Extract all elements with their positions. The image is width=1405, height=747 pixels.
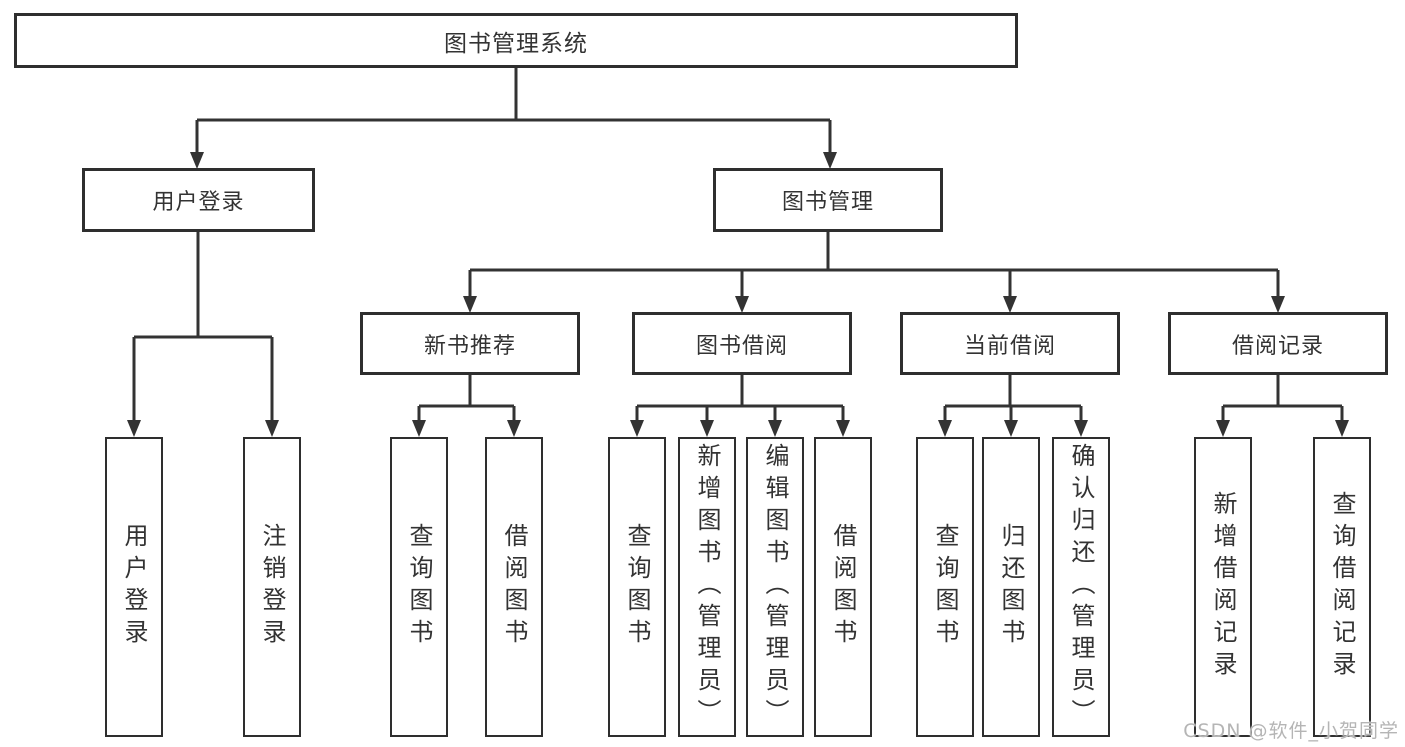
connectors-borrow-records-to-leaves [1216, 375, 1349, 437]
node-book-borrow: 图书借阅 [632, 312, 852, 375]
node-label: 图书管理系统 [444, 30, 588, 57]
arrow-down-icon [768, 420, 782, 437]
node-label: 查询图书 [623, 523, 651, 651]
arrow-down-icon [1216, 420, 1230, 437]
node-label: 新增图书（管理员） [693, 443, 721, 731]
node-label: 归还图书 [997, 523, 1025, 651]
leaf-query-books-2: 查询图书 [608, 437, 666, 737]
leaf-add-borrow-record: 新增借阅记录 [1194, 437, 1252, 737]
node-label: 借阅记录 [1231, 333, 1324, 359]
arrow-down-icon [1271, 296, 1285, 313]
connectors-user-login-to-leaves [127, 232, 279, 437]
node-label: 借阅图书 [500, 523, 528, 651]
arrow-down-icon [1003, 296, 1017, 313]
node-label: 用户登录 [152, 190, 245, 215]
node-new-book-recommend: 新书推荐 [360, 312, 580, 375]
arrow-down-icon [938, 420, 952, 437]
node-label: 新书推荐 [423, 333, 516, 359]
connectors-current-borrow-to-leaves [938, 375, 1088, 437]
node-current-borrow: 当前借阅 [900, 312, 1120, 375]
arrow-down-icon [630, 420, 644, 437]
node-borrow-records: 借阅记录 [1168, 312, 1388, 375]
node-label: 图书借阅 [695, 333, 788, 359]
connectors-new-book-recommend-to-leaves [412, 375, 521, 437]
leaf-borrow-books-2: 借阅图书 [814, 437, 872, 737]
arrow-down-icon [700, 420, 714, 437]
connector-line [943, 375, 1083, 421]
leaf-borrow-books-1: 借阅图书 [485, 437, 543, 737]
arrow-down-icon [1335, 420, 1349, 437]
node-label: 查询借阅记录 [1328, 491, 1356, 683]
node-label: 查询图书 [931, 523, 959, 651]
node-label: 借阅图书 [829, 523, 857, 651]
node-root: 图书管理系统 [14, 13, 1018, 68]
node-user-login: 用户登录 [82, 168, 315, 232]
node-label: 查询图书 [405, 523, 433, 651]
leaf-return-books: 归还图书 [982, 437, 1040, 737]
connector-line [195, 68, 832, 152]
connector-line [417, 375, 516, 421]
leaf-query-books-1: 查询图书 [390, 437, 448, 737]
node-label: 编辑图书（管理员） [761, 443, 789, 731]
node-label: 图书管理 [781, 190, 874, 215]
leaf-confirm-return-admin: 确认归还（管理员） [1052, 437, 1110, 737]
node-label: 当前借阅 [963, 333, 1056, 359]
leaf-query-borrow-record: 查询借阅记录 [1313, 437, 1371, 737]
arrow-down-icon [127, 420, 141, 437]
connector-line [635, 375, 845, 421]
arrow-down-icon [1074, 420, 1088, 437]
watermark-text: CSDN @软件_小贺同学 [1183, 720, 1399, 742]
connector-line [468, 232, 1280, 297]
node-label: 用户登录 [120, 523, 148, 651]
connectors-root-to-level2 [190, 68, 837, 169]
arrow-down-icon [1004, 420, 1018, 437]
arrow-down-icon [836, 420, 850, 437]
arrow-down-icon [823, 152, 837, 169]
arrow-down-icon [507, 420, 521, 437]
connector-line [132, 232, 274, 421]
connectors-book-borrow-to-leaves [630, 375, 850, 437]
leaf-add-book-admin: 新增图书（管理员） [678, 437, 736, 737]
arrow-down-icon [190, 152, 204, 169]
arrow-down-icon [412, 420, 426, 437]
connector-line [1221, 375, 1344, 421]
leaf-edit-book-admin: 编辑图书（管理员） [746, 437, 804, 737]
node-label: 注销登录 [258, 523, 286, 651]
leaf-logout: 注销登录 [243, 437, 301, 737]
connectors-book-management-to-level3 [463, 232, 1285, 313]
leaf-query-books-3: 查询图书 [916, 437, 974, 737]
arrow-down-icon [735, 296, 749, 313]
node-label: 新增借阅记录 [1209, 491, 1237, 683]
arrow-down-icon [463, 296, 477, 313]
leaf-user-login: 用户登录 [105, 437, 163, 737]
arrow-down-icon [265, 420, 279, 437]
node-label: 确认归还（管理员） [1067, 443, 1095, 731]
node-book-management: 图书管理 [713, 168, 943, 232]
